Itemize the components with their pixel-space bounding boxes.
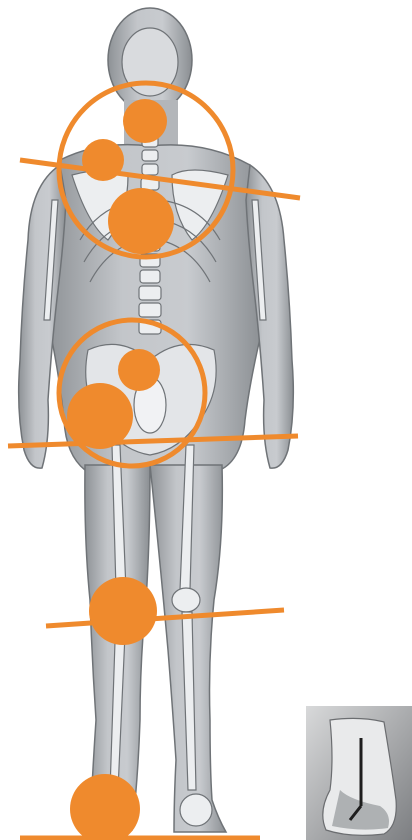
knee-dot <box>89 577 157 645</box>
shoulder-dot <box>82 139 124 181</box>
neck-dot <box>123 99 167 143</box>
hip-dot <box>67 383 133 449</box>
lower-back-dot <box>118 349 160 391</box>
right-foot <box>180 794 212 826</box>
upper-back-dot <box>108 188 174 254</box>
right-knee <box>172 588 200 612</box>
heel-inset <box>306 706 412 840</box>
